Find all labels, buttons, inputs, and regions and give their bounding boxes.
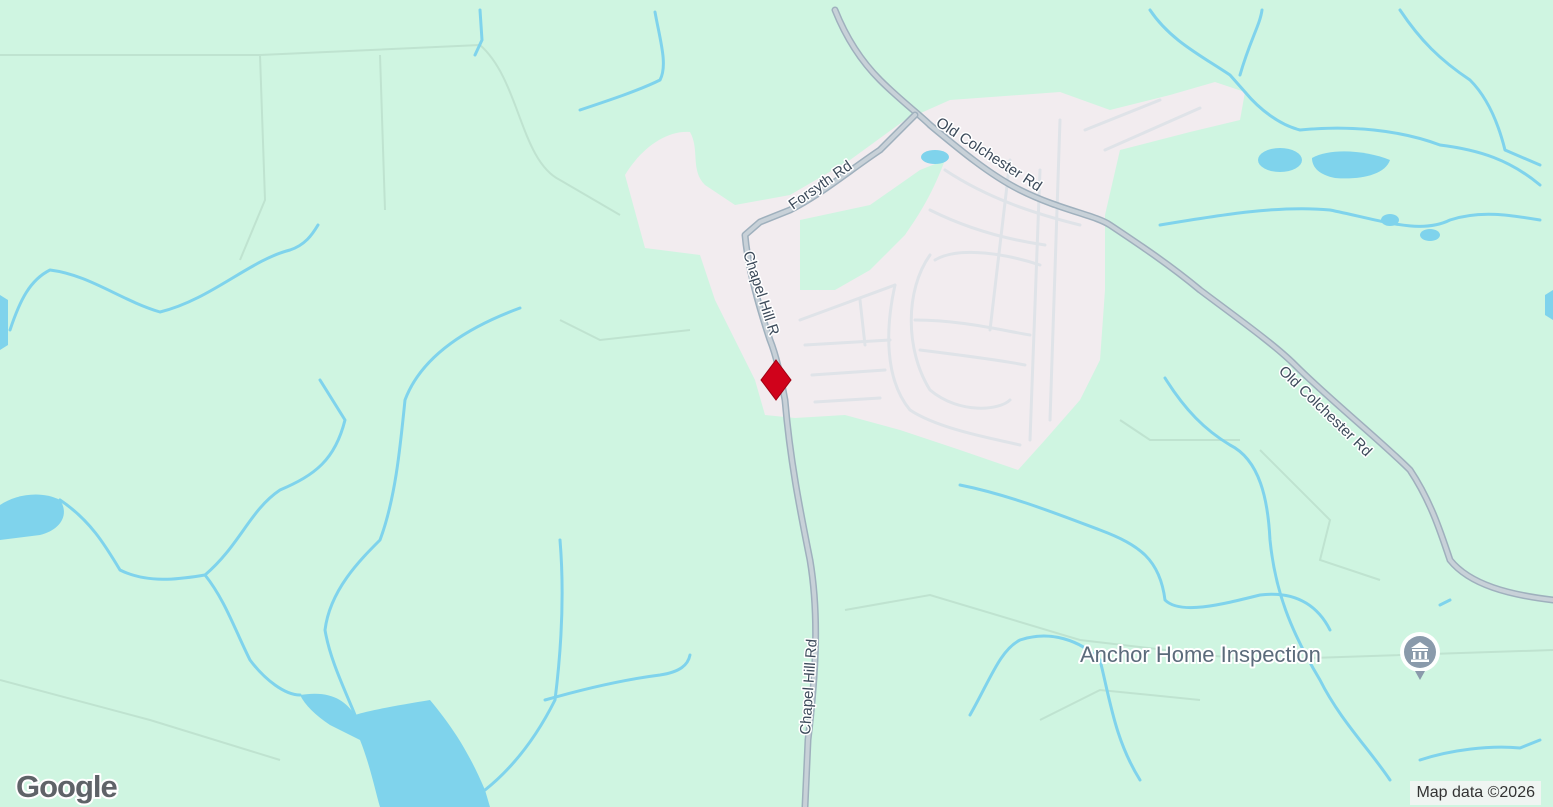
google-logo: Google bbox=[16, 769, 118, 804]
building-columns-icon[interactable] bbox=[1400, 632, 1440, 680]
water-bodies bbox=[0, 148, 1553, 807]
map-attribution[interactable]: Map data ©2026 bbox=[1410, 781, 1541, 805]
poi-label[interactable]: Anchor Home Inspection bbox=[1078, 640, 1323, 669]
red-diamond-marker-icon[interactable] bbox=[760, 359, 792, 401]
residential-streets bbox=[798, 98, 1202, 447]
park-area bbox=[800, 160, 945, 290]
streams bbox=[8, 8, 1542, 792]
tracks bbox=[0, 44, 1553, 761]
